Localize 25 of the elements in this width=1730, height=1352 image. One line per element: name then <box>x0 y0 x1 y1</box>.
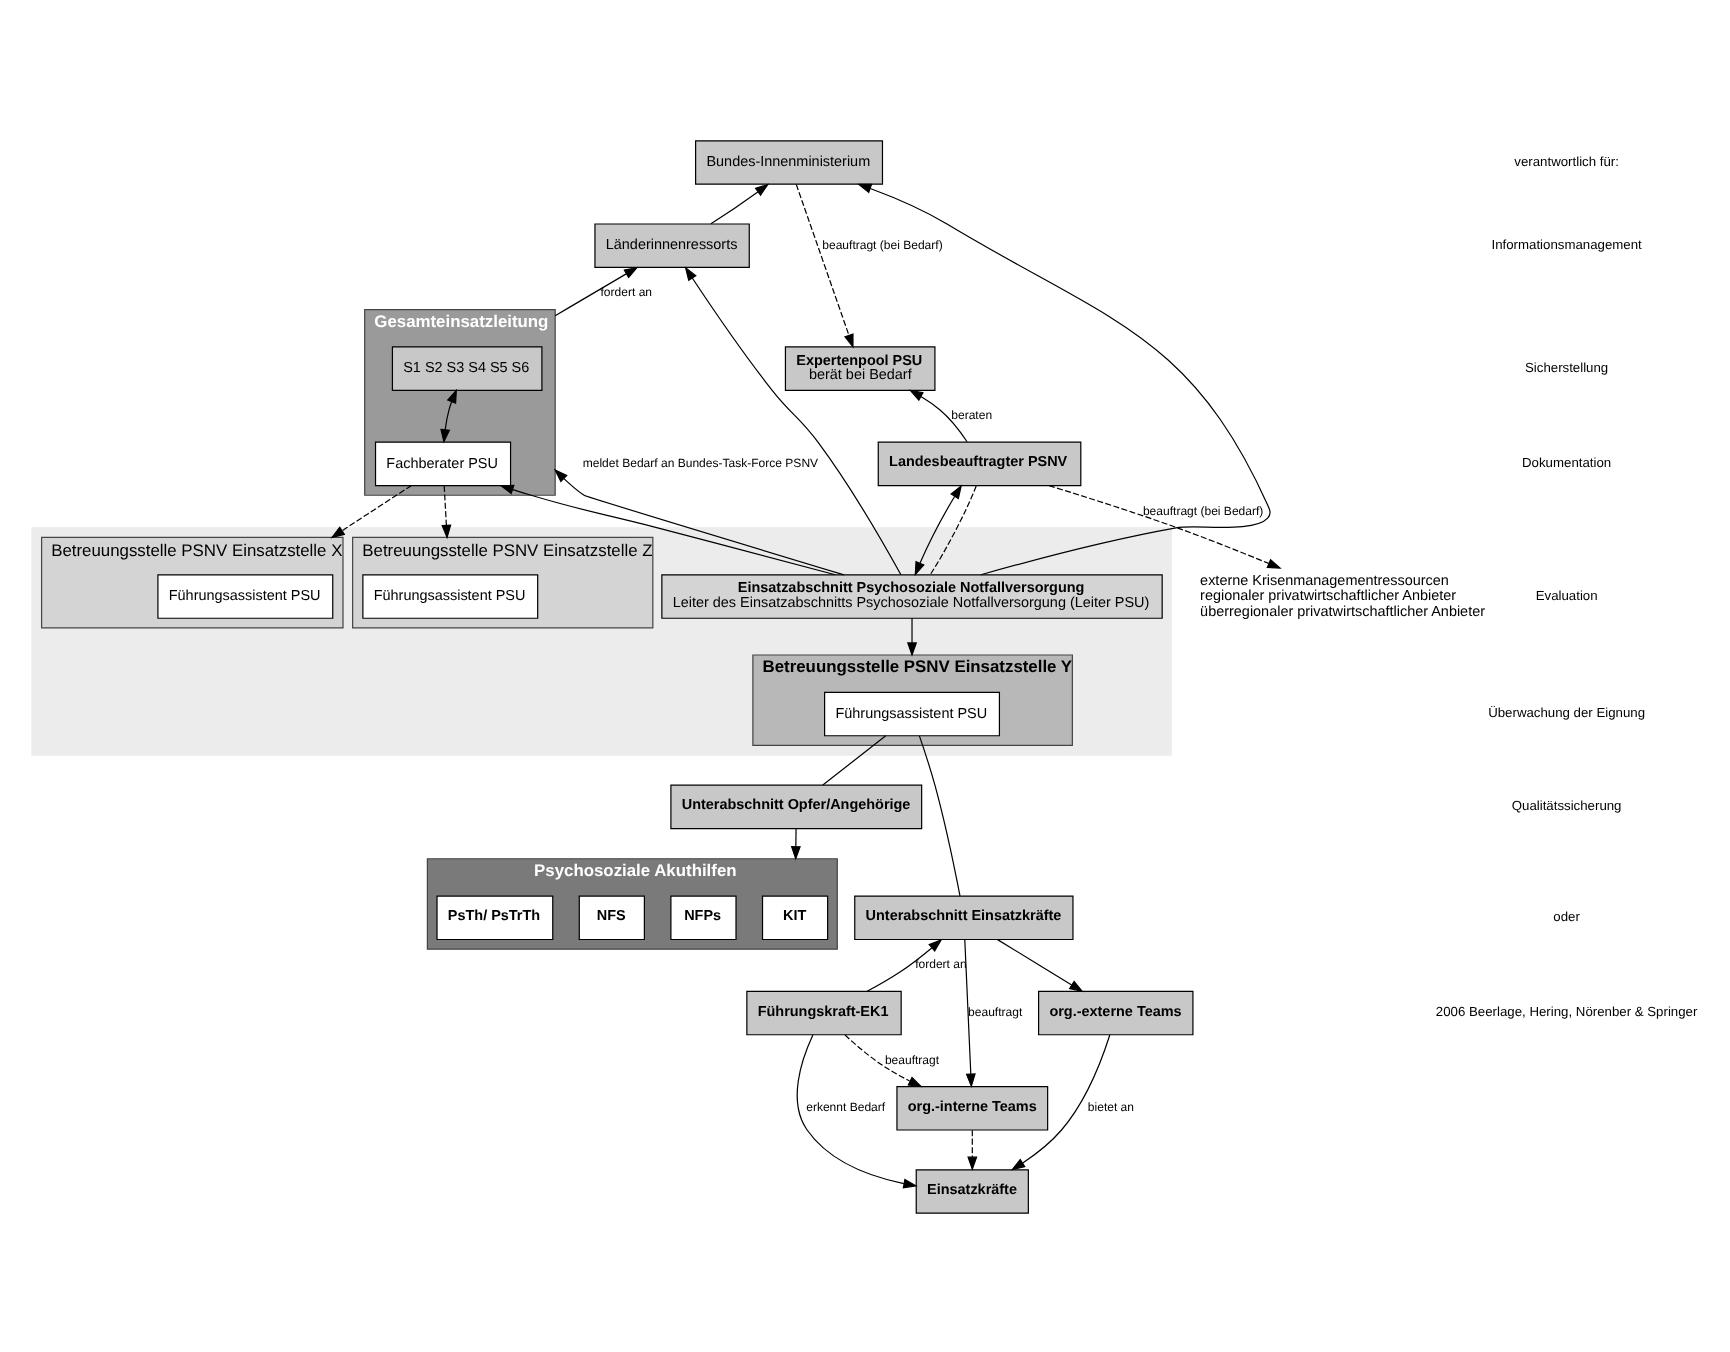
arrow <box>554 265 639 316</box>
arrow <box>796 1033 918 1188</box>
connector <box>929 484 977 575</box>
arrow <box>857 182 1271 575</box>
arrow <box>908 388 968 442</box>
arrow <box>996 938 1084 992</box>
arrow <box>906 616 918 656</box>
arrow <box>441 484 452 539</box>
arrow <box>553 467 845 575</box>
arrow <box>330 484 412 538</box>
arrow <box>844 1033 923 1087</box>
arrow <box>1010 1033 1111 1170</box>
connector <box>918 734 961 896</box>
arrow <box>964 938 976 1087</box>
arrow <box>914 483 963 576</box>
connector <box>822 734 887 785</box>
arrow <box>1048 484 1282 568</box>
arrow <box>795 182 854 348</box>
arrow <box>499 483 836 575</box>
arrow <box>866 937 943 991</box>
arrow <box>684 265 902 575</box>
arrow <box>790 827 801 860</box>
arrow <box>967 1128 978 1171</box>
arrow <box>440 387 458 443</box>
arrow <box>710 182 770 224</box>
